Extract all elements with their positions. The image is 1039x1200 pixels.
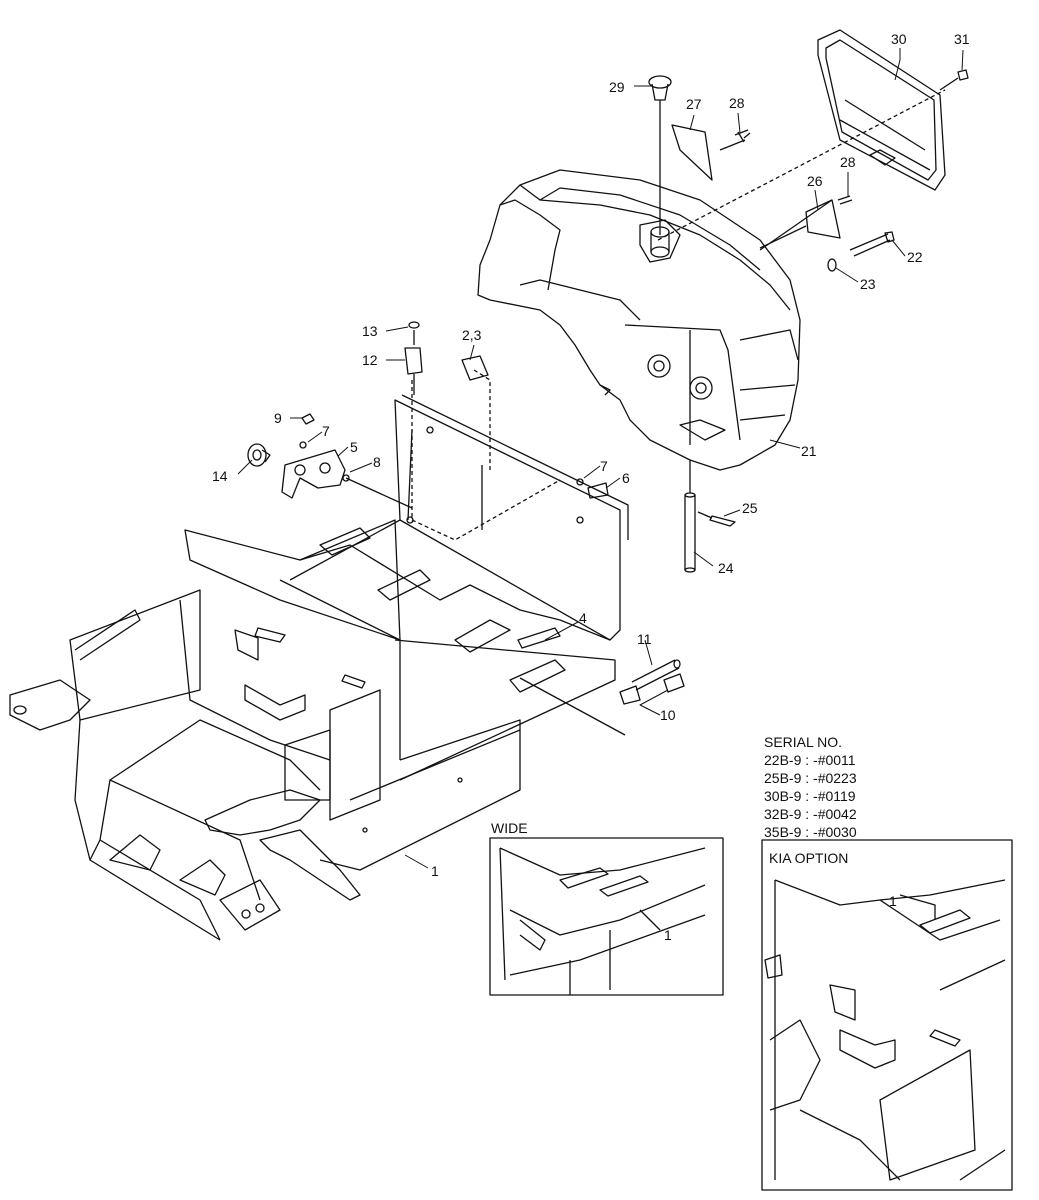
callout-28a: 28 — [729, 95, 745, 111]
callout-23: 23 — [860, 276, 876, 292]
callout-1-wide: 1 — [664, 927, 672, 943]
callout-27: 27 — [686, 96, 702, 112]
serial-row: 22B-9 : -#0011 — [764, 752, 856, 768]
pin-11-assembly — [519, 659, 685, 736]
callout-8: 8 — [373, 454, 381, 470]
callout-labels: 29 27 28 30 31 28 26 22 23 21 13 12 2,3 … — [212, 31, 970, 943]
callout-13: 13 — [362, 323, 378, 339]
wide-inset-label: WIDE — [491, 820, 528, 836]
serial-row: 30B-9 : -#0119 — [764, 788, 856, 804]
leader-dashes — [411, 369, 561, 541]
serial-title: SERIAL NO. — [764, 734, 843, 750]
leader-lines — [237, 48, 964, 869]
callout-28b: 28 — [840, 154, 856, 170]
main-frame — [9, 394, 629, 941]
callout-7b: 7 — [600, 458, 608, 474]
serial-row: 32B-9 : -#0042 — [764, 806, 857, 822]
callout-14: 14 — [212, 468, 228, 484]
callout-4: 4 — [579, 610, 587, 626]
callout-29: 29 — [609, 79, 625, 95]
callout-9: 9 — [274, 410, 282, 426]
callout-24: 24 — [718, 560, 734, 576]
bracket-5-assembly — [247, 413, 609, 509]
callout-11: 11 — [637, 631, 652, 647]
callout-31: 31 — [954, 31, 970, 47]
bracket-hardware — [404, 321, 489, 395]
callout-1: 1 — [431, 863, 439, 879]
callout-5: 5 — [350, 439, 358, 455]
hood-panel — [817, 29, 946, 191]
callout-6: 6 — [622, 470, 630, 486]
hardware-top — [648, 69, 969, 272]
callout-26: 26 — [807, 173, 823, 189]
callout-25: 25 — [742, 500, 758, 516]
counterweight — [477, 169, 801, 471]
callout-2-3: 2,3 — [462, 327, 482, 343]
serial-row: 25B-9 : -#0223 — [764, 770, 857, 786]
callout-30: 30 — [891, 31, 907, 47]
wide-inset — [489, 837, 724, 996]
serial-number-block: SERIAL NO. 22B-9 : -#0011 25B-9 : -#0223… — [764, 733, 857, 841]
callout-1-kia: 1 — [889, 893, 897, 909]
callout-21: 21 — [801, 443, 817, 459]
callout-22: 22 — [907, 249, 923, 265]
serial-row: 35B-9 : -#0030 — [764, 824, 857, 840]
callout-10: 10 — [660, 707, 676, 723]
callout-12: 12 — [362, 352, 378, 368]
pin-assembly — [684, 460, 736, 573]
kia-inset — [761, 839, 1013, 1191]
kia-option-label: KIA OPTION — [769, 850, 849, 866]
callout-7a: 7 — [322, 423, 330, 439]
